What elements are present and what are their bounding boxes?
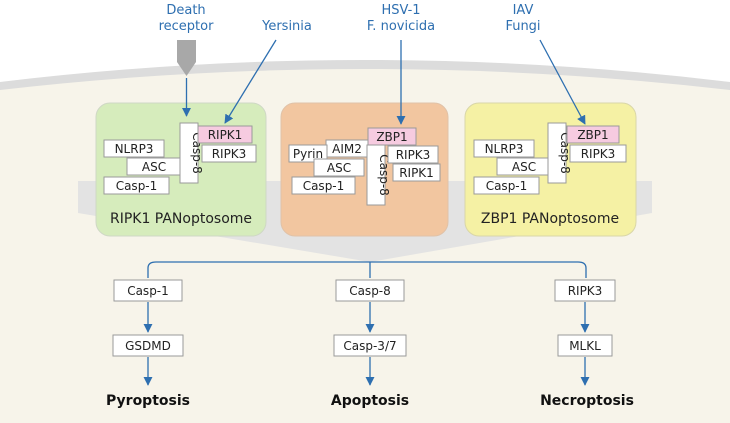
zbp1cx-asc-label: ASC: [512, 160, 536, 174]
zbp1-panoptosome-title: ZBP1 PANoptosome: [481, 211, 619, 227]
arrow-yersinia: [224, 39, 277, 124]
pyroptosis-gsdmd-box: [112, 334, 184, 357]
centercx-ripk1-box: [392, 163, 441, 182]
zbp1cx-zbp1-label: ZBP1: [577, 128, 608, 142]
centercx-casp8-label: Casp-8: [377, 154, 391, 196]
centercx-asc-label: ASC: [327, 161, 351, 175]
apoptosis-casp37-label: Casp-3/7: [343, 339, 396, 353]
centercx-ripk3-label: RIPK3: [396, 148, 431, 162]
trigger-iav: IAV: [513, 3, 534, 18]
arrow-iav: [539, 39, 586, 125]
trigger-death-receptor-line1: Death: [166, 3, 205, 18]
zbp1cx-casp8-box: [547, 122, 567, 184]
pathway-bracket: [147, 261, 587, 278]
trigger-francisella: F. novicida: [367, 19, 435, 34]
ripk1cx-ripk1-label: RIPK1: [208, 128, 243, 142]
ripk1-panoptosome-title: RIPK1 PANoptosome: [110, 211, 252, 227]
centercx-casp8-box: [366, 144, 386, 206]
ripk1cx-casp8-box: [179, 122, 199, 184]
centercx-casp1-box: [291, 176, 356, 195]
apoptosis-casp8-label: Casp-8: [349, 284, 391, 298]
necroptosis-mlkl-box: [557, 334, 613, 357]
trigger-death-receptor-line2: receptor: [159, 19, 215, 34]
centercx-zbp1-label: ZBP1: [376, 130, 407, 144]
trigger-fungi: Fungi: [505, 19, 540, 34]
zbp1cx-ripk3-box: [569, 144, 627, 163]
ripk1cx-ripk3-box: [201, 144, 257, 163]
ripk1cx-ripk1-box: [197, 125, 253, 144]
ripk1cx-nlrp3-box: [103, 139, 165, 158]
necroptosis-mlkl-label: MLKL: [569, 339, 601, 353]
centercx-pyrin-label: Pyrin: [293, 147, 323, 161]
apoptosis-casp37-box: [333, 334, 407, 357]
zbp1cx-casp1-box: [473, 176, 540, 195]
centercx-zbp1-box: [367, 127, 417, 146]
zbp1cx-nlrp3-label: NLRP3: [485, 142, 524, 156]
apoptosis-casp8-box: [335, 279, 405, 302]
centercx-asc-box: [313, 158, 365, 177]
ripk1cx-nlrp3-label: NLRP3: [115, 142, 154, 156]
zbp1cx-zbp1-box: [566, 125, 620, 144]
trigger-hsv1: HSV-1: [381, 3, 420, 18]
ripk1cx-casp1-label: Casp-1: [116, 179, 158, 193]
pyroptosis-gsdmd-label: GSDMD: [125, 339, 171, 353]
pyroptosis-casp1-box: [113, 279, 183, 302]
centercx-ripk3-box: [387, 145, 439, 164]
centercx-aim2-label: AIM2: [332, 142, 362, 156]
zbp1cx-casp1-label: Casp-1: [486, 179, 528, 193]
zbp1cx-ripk3-label: RIPK3: [581, 147, 616, 161]
trigger-yersinia: Yersinia: [261, 19, 312, 34]
death-receptor-icon: [177, 40, 196, 76]
necroptosis-ripk3-label: RIPK3: [568, 284, 603, 298]
centercx-ripk1-label: RIPK1: [399, 166, 434, 180]
outcome-pyroptosis: Pyroptosis: [106, 393, 190, 409]
outcome-apoptosis: Apoptosis: [331, 393, 409, 409]
zbp1cx-nlrp3-box: [473, 139, 535, 158]
pyroptosis-casp1-label: Casp-1: [127, 284, 169, 298]
ripk1cx-ripk3-label: RIPK3: [212, 147, 247, 161]
centercx-casp1-label: Casp-1: [303, 179, 345, 193]
necroptosis-ripk3-box: [554, 279, 616, 302]
ripk1cx-casp1-box: [103, 176, 170, 195]
ripk1cx-asc-label: ASC: [142, 160, 166, 174]
centercx-pyrin-box: [288, 144, 328, 163]
outcome-necroptosis: Necroptosis: [540, 393, 634, 409]
